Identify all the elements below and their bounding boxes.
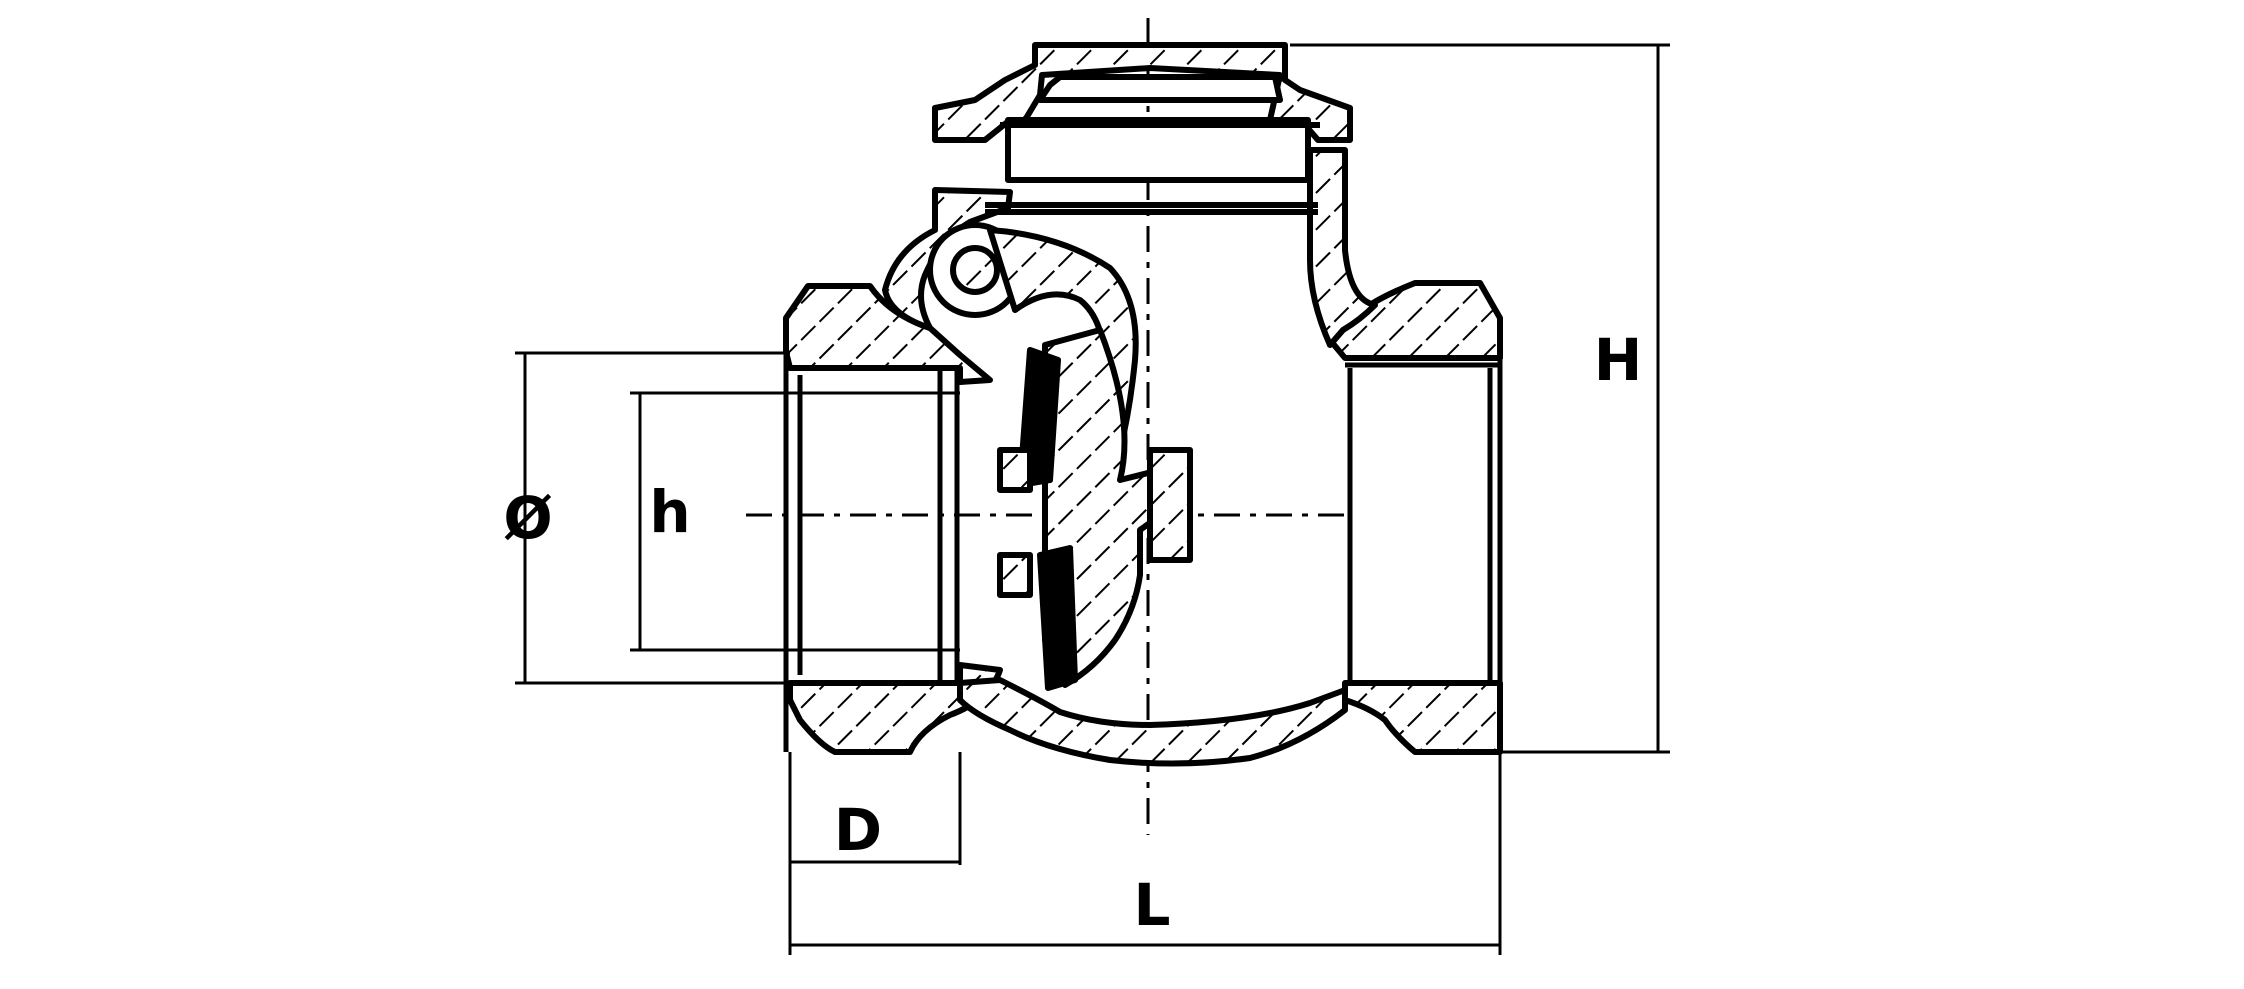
- bottom-bowl-wall: [957, 677, 1348, 767]
- valve-disc: [927, 222, 1193, 691]
- disc-washer-lower: [997, 552, 1033, 598]
- label-h: h: [649, 478, 690, 546]
- hinge-pin: [950, 245, 1000, 295]
- disc-nut: [1147, 447, 1193, 563]
- label-H: H: [1594, 326, 1643, 394]
- bores: [783, 318, 1503, 752]
- right-chamber-wall: [1307, 147, 1378, 348]
- disc-body: [1042, 327, 1178, 688]
- right-lower-end-wall: [1342, 680, 1503, 755]
- disc-washer: [997, 447, 1033, 493]
- label-L: L: [1134, 871, 1171, 939]
- label-diameter: Ø: [503, 484, 552, 552]
- dimensions: [515, 43, 1670, 955]
- bonnet-cap: [932, 42, 1353, 143]
- dimension-labels: Ø h D L H: [503, 326, 1642, 939]
- seal-lower: [1037, 545, 1078, 691]
- bonnet-seat: [1005, 117, 1311, 183]
- label-D: D: [834, 796, 882, 864]
- valve-body: [783, 42, 1503, 767]
- bonnet-plug: [1037, 74, 1283, 103]
